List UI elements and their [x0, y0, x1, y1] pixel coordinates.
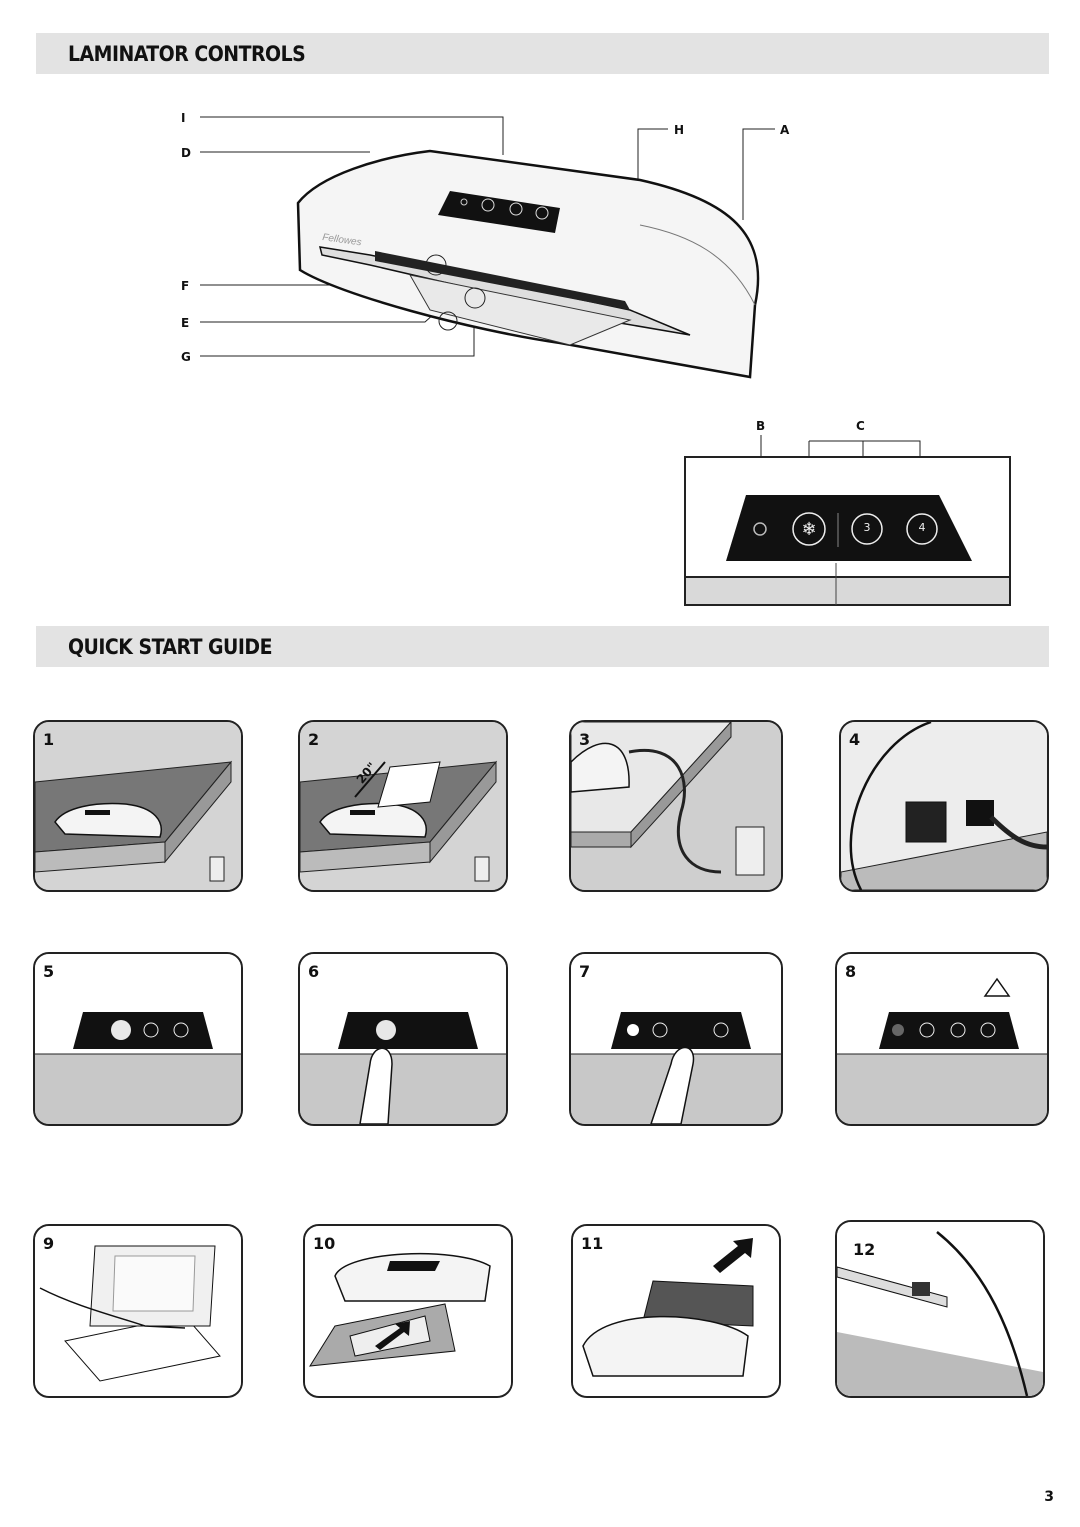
step-11-panel: 11 [571, 1224, 781, 1398]
step-4-panel: 4 [839, 720, 1049, 892]
step-12-panel: 12 [835, 1220, 1045, 1398]
quick-start-header: QUICK START GUIDE [36, 626, 1049, 667]
step-7-panel: 7 [569, 952, 783, 1126]
control-panel-detail: ❄ [684, 435, 1011, 606]
callout-E: E [181, 316, 190, 330]
laminator-controls-title: LAMINATOR CONTROLS [68, 42, 306, 66]
callout-D: D [181, 146, 191, 160]
step-10-number: 10 [313, 1234, 336, 1253]
step-8-panel: 8 [835, 952, 1049, 1126]
step-7-number: 7 [579, 962, 591, 981]
step-2-number: 2 [308, 730, 320, 749]
step-11-number: 11 [581, 1234, 604, 1253]
step-2-panel: 2 20" [298, 720, 508, 892]
step-6-panel: 6 [298, 952, 508, 1126]
callout-C: C [856, 419, 865, 433]
laminator-controls-header: LAMINATOR CONTROLS [36, 33, 1049, 74]
cold-laminate-icon [792, 512, 826, 546]
step-5-number: 5 [43, 962, 55, 981]
step-3-number: 3 [579, 730, 591, 749]
page-number: 3 [1044, 1489, 1054, 1505]
laminator-main-illustration: Fellowes [200, 116, 775, 379]
sound-icon [983, 977, 1011, 997]
callout-B: B [756, 419, 766, 433]
callout-H: H [674, 123, 685, 137]
step-6-number: 6 [308, 962, 320, 981]
step-9-panel: 9 [33, 1224, 243, 1398]
speed-4-label: 4 [918, 521, 926, 534]
step-8-number: 8 [845, 962, 857, 981]
step-10-panel: 10 [303, 1224, 513, 1398]
step-3-panel: 3 [569, 720, 783, 892]
power-icon [753, 522, 767, 536]
step-5-panel: 5 [33, 952, 243, 1126]
step-9-number: 9 [43, 1234, 55, 1253]
callout-I: I [181, 111, 186, 125]
svg-text:❄: ❄ [801, 519, 816, 540]
step-4-number: 4 [849, 730, 861, 749]
callout-G: G [181, 350, 191, 364]
brand-logo: Fellowes [322, 232, 363, 248]
quick-start-title: QUICK START GUIDE [68, 635, 273, 659]
callout-F: F [181, 279, 190, 293]
step-12-number: 12 [853, 1240, 876, 1259]
callout-A: A [780, 123, 790, 137]
speed-3-label: 3 [863, 521, 871, 534]
step-1-panel: 1 [33, 720, 243, 892]
step-1-number: 1 [43, 730, 55, 749]
